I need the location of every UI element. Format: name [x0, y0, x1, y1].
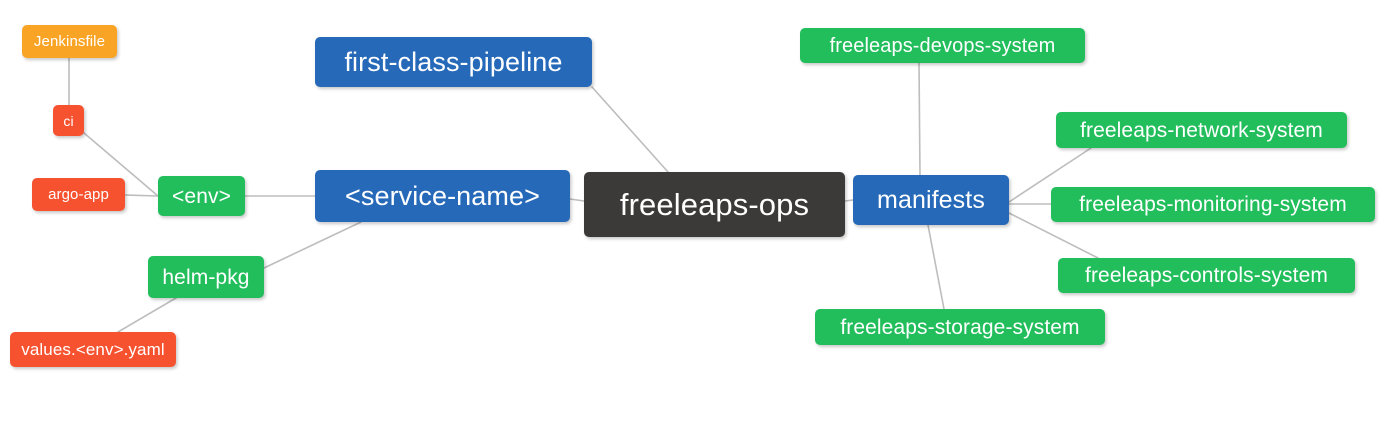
node-network-sys[interactable]: freeleaps-network-system [1056, 112, 1347, 148]
edge-service-name-to-pipeline [591, 86, 669, 173]
edge-argo-app-to-env [124, 194, 159, 197]
edge-service-name-to-helm-pkg [263, 221, 362, 269]
node-argo-app[interactable]: argo-app [32, 178, 125, 211]
node-controls-sys[interactable]: freeleaps-controls-system [1058, 258, 1355, 293]
edge-freeleaps-ops-to-manifests [844, 199, 854, 202]
node-pipeline[interactable]: first-class-pipeline [315, 37, 592, 87]
edge-manifests-to-storage-sys [927, 224, 945, 310]
node-jenkinsfile[interactable]: Jenkinsfile [22, 25, 117, 58]
node-freeleaps-ops[interactable]: freeleaps-ops [584, 172, 845, 237]
node-storage-sys[interactable]: freeleaps-storage-system [815, 309, 1105, 345]
node-helm-pkg[interactable]: helm-pkg [148, 256, 264, 298]
node-ci[interactable]: ci [53, 105, 84, 136]
node-values-yaml[interactable]: values.<env>.yaml [10, 332, 176, 367]
edge-manifests-to-devops-sys [918, 62, 921, 176]
node-devops-sys[interactable]: freeleaps-devops-system [800, 28, 1085, 63]
edge-service-name-to-freeleaps-ops [569, 198, 585, 202]
node-env[interactable]: <env> [158, 176, 245, 216]
node-manifests[interactable]: manifests [853, 175, 1009, 225]
edge-helm-pkg-to-values-yaml [117, 297, 177, 333]
node-service-name[interactable]: <service-name> [315, 170, 570, 222]
node-monitoring-sys[interactable]: freeleaps-monitoring-system [1051, 187, 1375, 222]
